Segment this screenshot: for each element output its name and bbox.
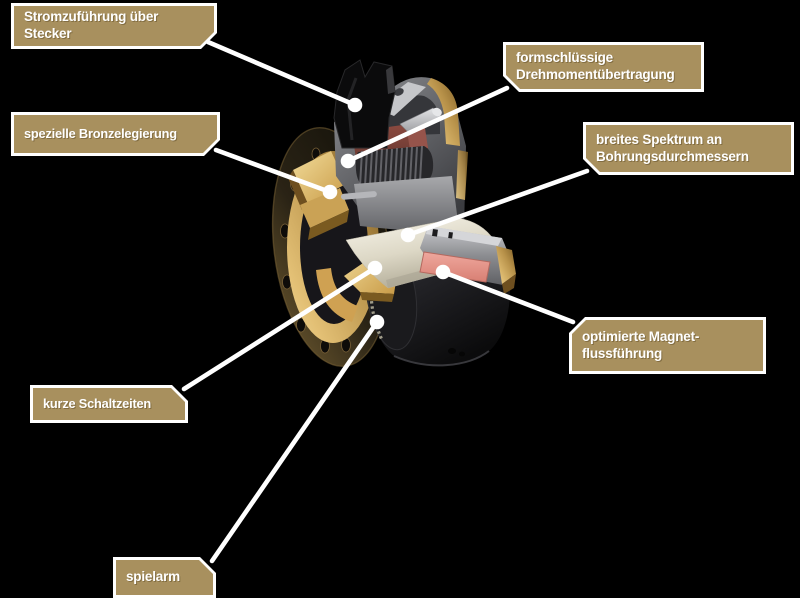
leader-line-backlash: [209, 319, 380, 564]
guide-pin: [340, 191, 377, 200]
leader-dot-power-supply: [347, 97, 363, 113]
leader-line-flux: [440, 269, 576, 325]
leader-line-torque: [345, 85, 510, 164]
callout-bronze-alloy-text: spezielle Bronzelegierung: [24, 126, 177, 142]
housing-bronze-band: [427, 78, 460, 146]
callout-switching-text: kurze Schaltzeiten: [43, 396, 152, 412]
leader-line-bronze-alloy: [213, 147, 333, 195]
callout-backlash-text: spielarm: [126, 569, 180, 585]
leader-line-switching: [181, 265, 378, 392]
leader-line-power-supply: [205, 39, 358, 108]
callout-flux-text-2: flussführung: [582, 345, 663, 361]
callout-bores-text-1: breites Spektrum an: [596, 131, 722, 147]
leader-lines: [181, 39, 590, 564]
housing-step-block: [354, 176, 458, 230]
callout-switching-times: kurze Schaltzeiten: [30, 385, 188, 423]
callout-magnet-flux: optimierte Magnet-flussführung: [569, 317, 766, 374]
leader-dot-switching: [367, 260, 383, 276]
leader-dot-bronze-alloy: [322, 184, 338, 200]
leader-line-bores: [405, 168, 590, 238]
leader-dot-flux: [435, 264, 451, 280]
leader-dot-torque: [340, 153, 356, 169]
coil-spring: [355, 145, 434, 188]
callout-torque-text-2: Drehmomentübertragung: [516, 67, 675, 82]
inner-bronze-sleeve: [316, 268, 358, 322]
callout-bronze-alloy: spezielle Bronzelegierung: [11, 112, 220, 156]
bronze-block-right: [496, 246, 516, 294]
callout-torque-text-1: formschlüssige: [516, 50, 613, 66]
connector-plug: [333, 59, 396, 149]
callout-low-backlash: spielarm: [113, 557, 216, 598]
callout-flux-text-1: optimierte Magnet-: [582, 328, 700, 344]
callout-power-supply-text-2: Stecker: [24, 26, 72, 41]
callout-power-supply-text-1: Stromzuführung über: [24, 9, 159, 25]
leader-dot-backlash: [369, 314, 385, 330]
callout-bores-text-2: Bohrungsdurchmessern: [596, 148, 749, 164]
leader-dot-bores: [400, 227, 416, 243]
